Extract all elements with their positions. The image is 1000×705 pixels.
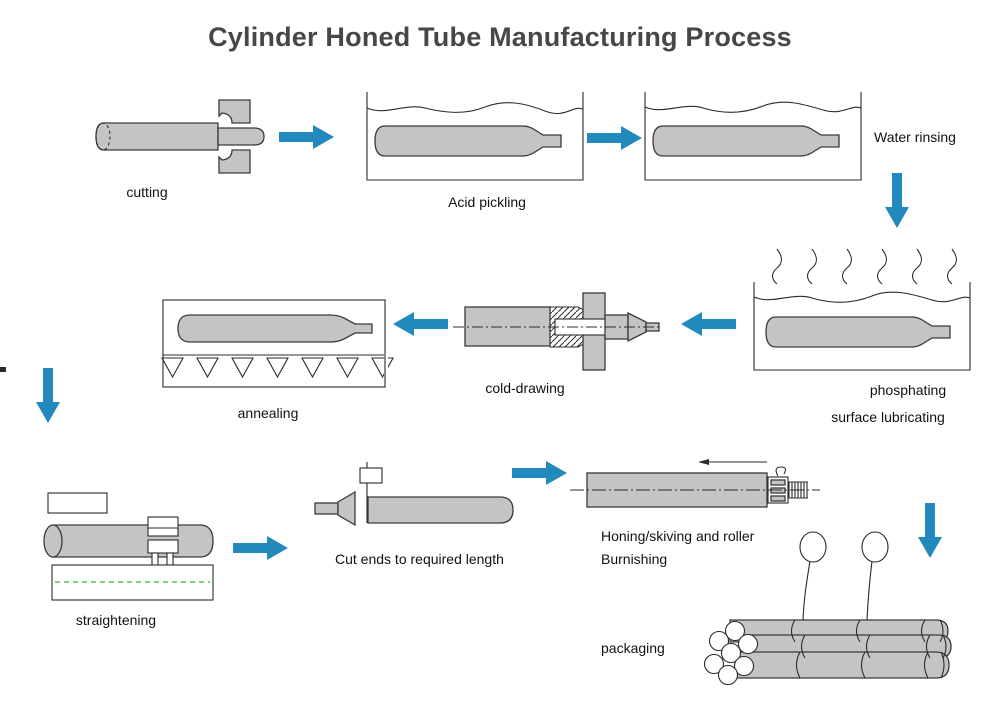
lifting-straps [799,531,889,621]
acid-pickling-illustration [366,92,584,181]
straightening-table [51,564,214,601]
acid-pickling-label: Acid pickling [448,194,526,210]
tube-shape [367,496,514,524]
arrow-right-icon [587,126,642,150]
arrow-right-icon [233,536,288,560]
arrow-down-icon [885,173,909,228]
tank-walls [644,92,862,181]
cutting-label: cutting [126,184,168,200]
steam-icon [771,248,958,285]
cut-ends-label: Cut ends to required length [335,551,504,567]
arrow-left-icon [681,312,736,336]
arrow-left-icon [393,312,448,336]
tube-shape [374,125,562,157]
phosphating-illustration [753,248,971,371]
press-clamp [147,516,179,567]
clip-mask [384,301,388,386]
liquid-surface [753,291,971,303]
water-rinsing-label: Water rinsing [874,129,956,145]
bundle-end-circles [703,620,759,686]
gauge-block [47,492,108,514]
cut-ends-illustration [314,462,514,527]
tube-bundle [729,619,952,679]
arrow-down-icon [918,503,942,558]
annealing-label: annealing [237,405,299,421]
cold-drawing-illustration [453,292,662,371]
water-rinsing-illustration [644,92,862,181]
page-title: Cylinder Honed Tube Manufacturing Proces… [208,22,792,52]
honing-illustration [570,459,820,508]
phosphating-label: phosphating [869,382,947,398]
cutting-illustration [95,99,265,174]
tube-shape [95,122,265,151]
tube-shape [177,314,373,343]
liquid-surface [644,101,862,113]
cold-drawing-label: cold-drawing [485,380,565,396]
furnace-box [162,299,386,388]
feed-direction-arrow [698,459,767,465]
honing-label: Honing/skiving and roller [601,528,755,544]
burner-triangles [161,357,394,379]
tube-shape [765,316,951,348]
tube-shape [43,524,214,558]
liquid-surface [366,102,584,115]
surface-lubricating-label: surface lubricating [831,409,945,425]
coolant-hook [775,466,786,477]
saw-blade-icon [359,467,383,484]
arrow-right-icon [279,125,334,149]
packaging-label: packaging [601,640,665,656]
arrow-right-icon [512,461,567,485]
tank-walls [753,282,971,371]
tank-walls [366,92,584,181]
tube-shape [652,125,840,157]
arrow-down-icon [36,368,60,423]
cutting-tool-icon [218,99,251,174]
packaging-illustration [703,531,952,686]
straightening-illustration [43,492,214,601]
burnishing-label: Burnishing [601,551,668,567]
annealing-illustration [161,299,394,388]
straightening-label: straightening [75,612,157,628]
clipped-arrow-fragment [0,367,6,372]
tube-end-shape [314,490,356,527]
